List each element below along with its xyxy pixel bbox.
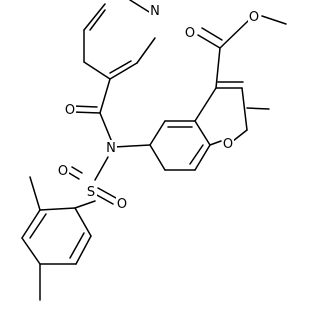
furan-oxygen-label: O [223, 137, 233, 152]
bond [89, 9, 106, 31]
bond [209, 140, 222, 146]
bonds [21, 0, 287, 301]
bond [83, 3, 106, 31]
sulfur-label: S [87, 185, 95, 200]
molecule-canvas: N O N S O O O O O [21, 0, 287, 301]
bond [194, 120, 211, 146]
bond [74, 207, 92, 237]
bond [75, 235, 92, 265]
bond [29, 176, 41, 211]
bond [246, 107, 270, 110]
bond [74, 200, 96, 209]
bond [149, 120, 166, 146]
atom-labels: N O N S O O O O O [57, 3, 260, 212]
chemical-structure-drawing: N O N S O O O O O [21, 0, 287, 301]
sulfonyl-oxygen-label: O [117, 197, 127, 212]
bond [71, 166, 83, 174]
bond [241, 87, 248, 131]
bond [189, 144, 204, 165]
bond [261, 15, 287, 25]
bond [83, 61, 111, 80]
bond [72, 111, 101, 114]
bond [94, 193, 114, 205]
bond [201, 27, 223, 41]
ester-carbonyl-oxygen-label: O [185, 26, 195, 41]
bond [232, 129, 248, 142]
bond [197, 34, 221, 49]
bond [68, 172, 80, 180]
bond [29, 213, 47, 239]
bond [69, 232, 85, 259]
ester-oxygen-label: O [249, 10, 259, 25]
bond [219, 20, 249, 49]
bond [149, 144, 166, 171]
pyridine-nitrogen-label: N [150, 4, 160, 19]
sulfonamide-nitrogen-label: N [106, 141, 116, 156]
bond [97, 187, 117, 199]
bond [109, 62, 138, 80]
bond [21, 237, 41, 265]
bond [194, 144, 211, 171]
bond [194, 87, 217, 122]
bond [39, 207, 76, 211]
bond [99, 78, 111, 114]
bond [21, 209, 41, 239]
amide-oxygen-label: O [65, 103, 75, 118]
bond [109, 60, 132, 74]
bond [215, 47, 221, 89]
bond [136, 37, 156, 64]
bond [94, 156, 109, 181]
sulfonyl-oxygen-label: O [58, 164, 68, 179]
bond [72, 105, 98, 108]
bond [113, 144, 151, 148]
